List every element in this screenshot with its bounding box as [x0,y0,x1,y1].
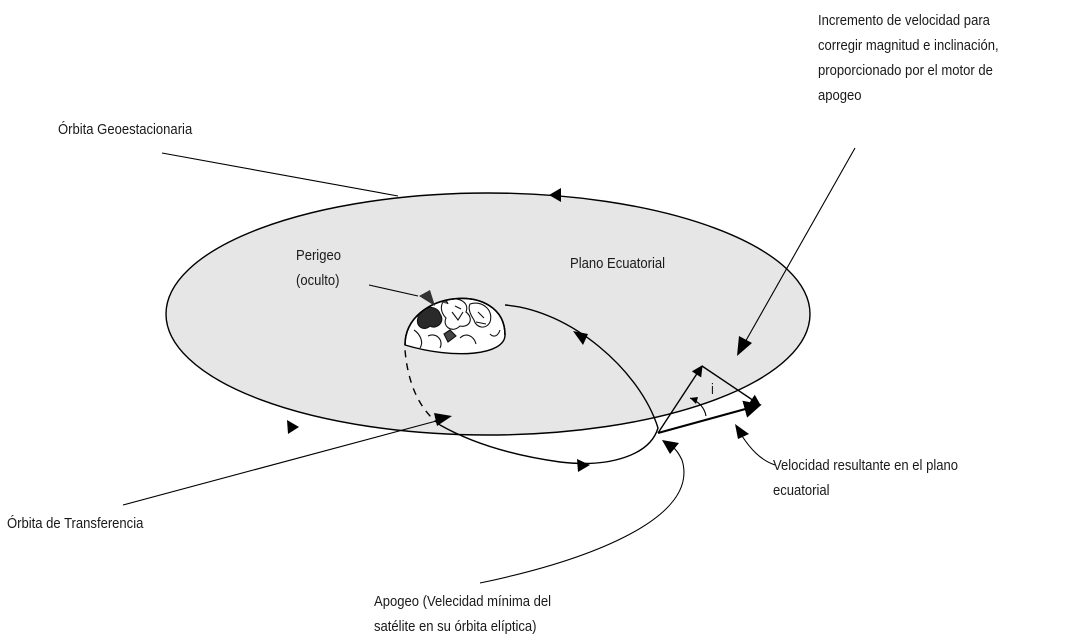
geo-orbit-arrow-bottom [287,420,299,434]
velocity-resultant-vector [657,400,762,435]
label-velocity-increment-line-3: proporcionado por el motor de [818,63,993,79]
leader-resultant-velocity [741,435,776,466]
leader-apogee-arrow [662,440,679,454]
label-velocity-increment-line-2: corregir magnitud e inclinación, [818,38,999,54]
label-equatorial-plane: Plano Ecuatorial [570,252,665,277]
leader-resultant-velocity-arrow [735,424,749,439]
label-resultant-velocity-line-2: ecuatorial [773,483,830,499]
transfer-orbit-arrow-lower [577,459,590,472]
inclination-arc-arrow [690,397,698,404]
leader-velocity-increment [743,147,856,345]
label-resultant-velocity-line-1: Velocidad resultante en el plano [773,458,959,474]
label-velocity-increment-line-4: apogeo [818,88,862,104]
label-velocity-increment: Incremento de velocidad para corregir ma… [818,9,999,109]
label-geo-orbit: Órbita Geoestacionaria [58,118,192,143]
label-apogee-line-1: Apogeo (Velecidad mínima del [374,594,552,610]
label-perigee: Perigeo (oculto) [296,244,341,294]
label-transfer-orbit-text: Órbita de Transferencia [7,516,144,532]
leader-transfer-orbit-arrow [434,413,452,426]
velocity-orbit-vector [657,365,703,434]
label-resultant-velocity: Velocidad resultante en el plano ecuator… [773,454,958,504]
label-velocity-increment-line-1: Incremento de velocidad para [818,13,990,29]
leader-geo-orbit [161,152,399,197]
label-apogee: Apogeo (Velecidad mínima del satélite en… [374,590,551,640]
label-perigee-line-1: Perigeo [296,248,341,264]
earth-globe-icon [404,297,506,355]
transfer-orbit-arrow-upper [573,331,588,345]
leader-perigee [368,284,419,297]
leader-apogee [479,445,685,584]
label-equatorial-plane-text: Plano Ecuatorial [570,256,666,272]
label-inclination: i [711,378,714,403]
label-perigee-line-2: (oculto) [296,273,340,289]
label-geo-orbit-text: Órbita Geoestacionaria [58,122,193,138]
leader-velocity-increment-arrow [737,336,752,356]
label-inclination-symbol: i [711,382,714,398]
perigee-arrowhead [419,290,435,306]
label-apogee-line-2: satélite en su órbita elíptica) [374,619,537,635]
geo-orbit-arrow-top [549,188,561,202]
velocity-increment-vector [701,365,761,406]
label-transfer-orbit: Órbita de Transferencia [7,512,143,537]
leader-transfer-orbit [122,419,441,506]
